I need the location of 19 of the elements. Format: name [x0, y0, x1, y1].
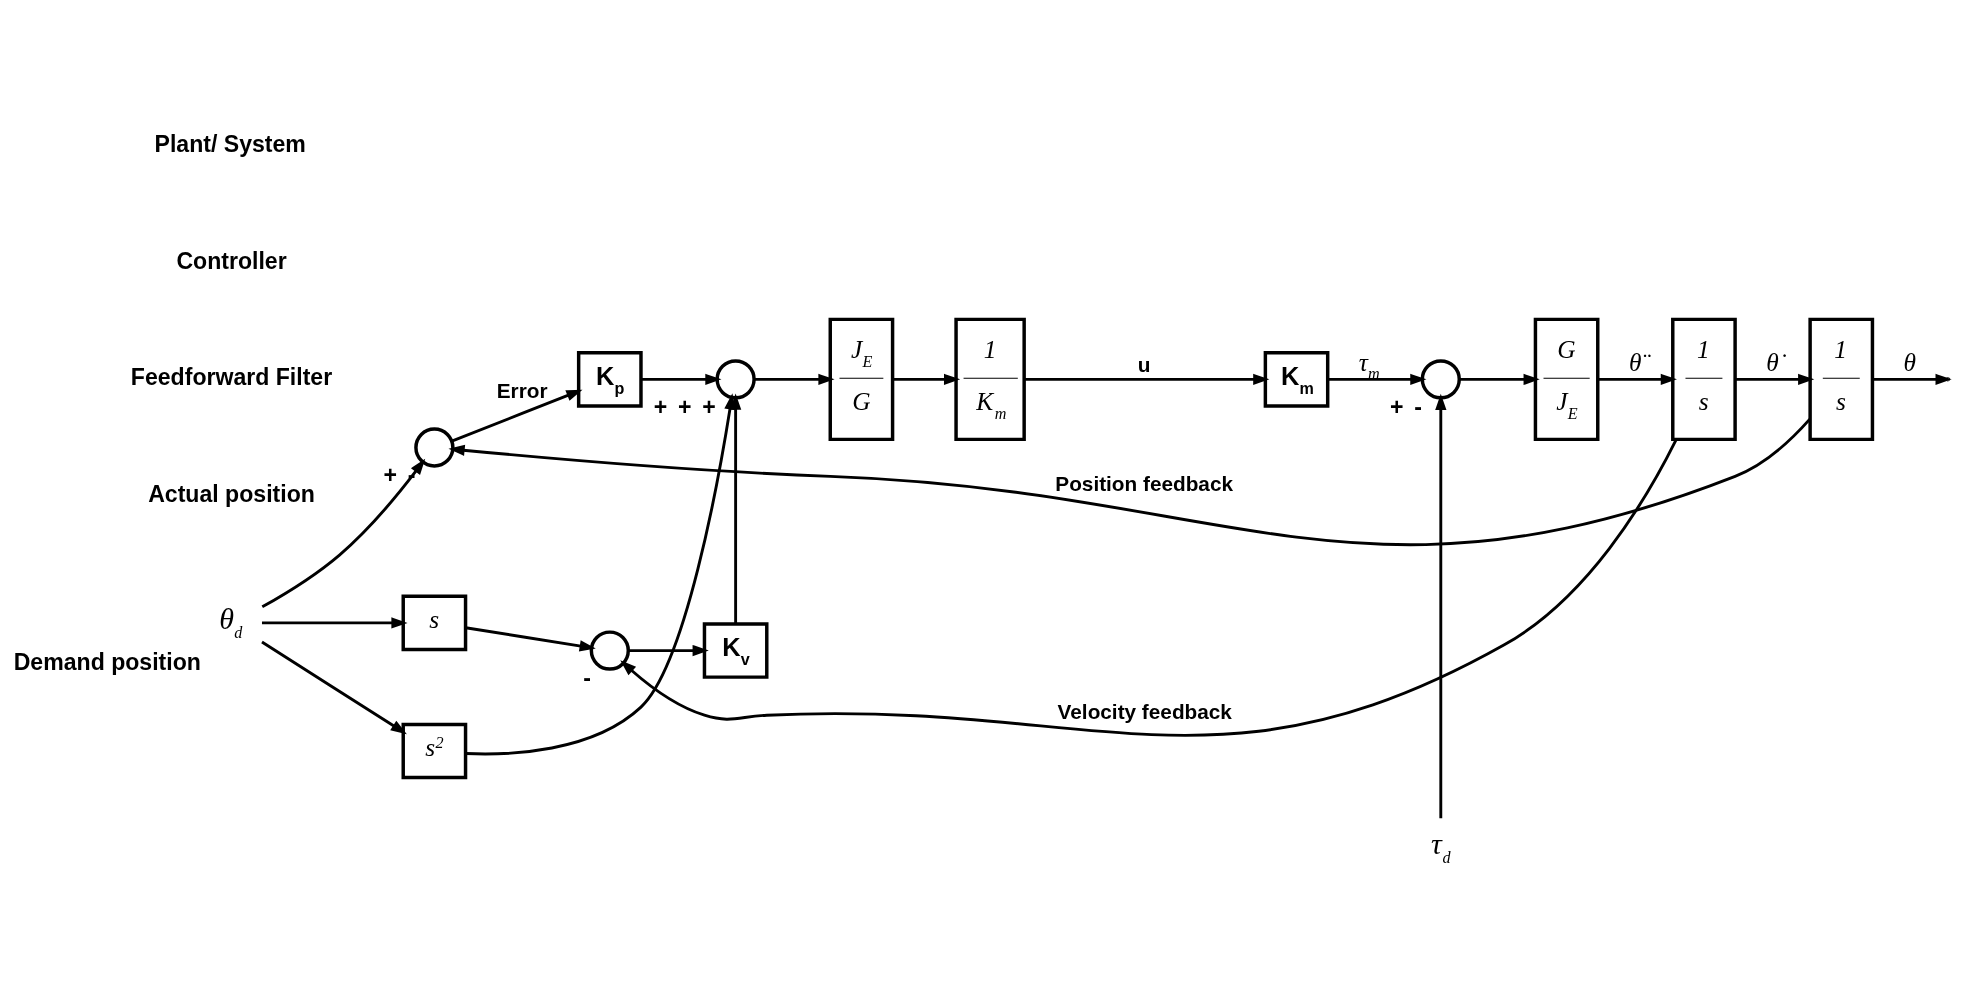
node-label: + — [677, 393, 692, 420]
node-label: - — [583, 664, 591, 691]
node-text: θ$_{d}$ — [219, 601, 243, 641]
edge-label: Error — [496, 378, 548, 402]
node-label: + — [1390, 393, 1404, 420]
node-label: + — [383, 461, 398, 488]
node-label: - — [1414, 393, 1422, 420]
node-text: τ$_{d}$ — [1430, 826, 1451, 866]
label: Controller — [176, 247, 287, 274]
node-label: Demand position — [13, 648, 201, 675]
edge-label: Position feedback — [1055, 471, 1234, 495]
edge-label: θ — [1903, 347, 1917, 376]
label: Plant/ System — [154, 130, 306, 157]
node-label: + — [653, 393, 668, 420]
label: Actual position — [148, 480, 315, 507]
label: Feedforward Filter — [130, 363, 333, 390]
edge-label: u — [1137, 352, 1151, 376]
edge-label: Velocity feedback — [1057, 699, 1232, 723]
node-label: + — [702, 393, 716, 420]
